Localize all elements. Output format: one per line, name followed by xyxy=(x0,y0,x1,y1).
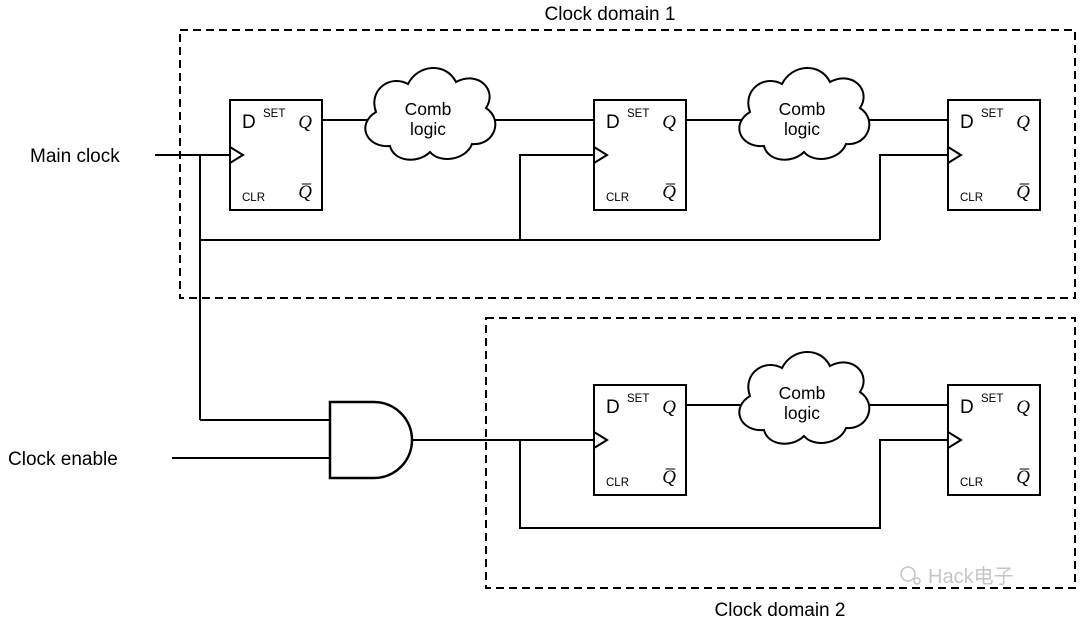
ff-d-label: D xyxy=(242,112,256,133)
ff-clr-label: CLR xyxy=(606,477,629,489)
ff-set-label: SET xyxy=(627,393,649,405)
ff-set-label: SET xyxy=(263,108,285,120)
comb-logic-cloud-3: Comb logic xyxy=(738,351,871,445)
ff-q-label: Q xyxy=(662,397,676,418)
watermark-icon xyxy=(900,566,916,582)
flip-flop-d1-2: D SET Q CLR Q̅ xyxy=(593,99,687,211)
comb-logic-label-line2: logic xyxy=(410,119,446,139)
ff-d-label: D xyxy=(606,112,620,133)
clock-input-wedge-icon xyxy=(947,146,963,164)
comb-logic-label-line1: Comb xyxy=(779,99,826,119)
flip-flop-d2-1: D SET Q CLR Q̅ xyxy=(593,384,687,496)
ff-set-label: SET xyxy=(981,393,1003,405)
ff-set-label: SET xyxy=(981,108,1003,120)
comb-logic-label-line2: logic xyxy=(784,403,820,423)
wire-clock-to-ff3 xyxy=(879,154,948,240)
cloud-shape xyxy=(738,351,871,445)
clock-input-wedge-icon xyxy=(947,431,963,449)
watermark-text: Hack电子 xyxy=(928,565,1014,588)
ff-qbar-label: Q̅ xyxy=(662,467,676,488)
ff-q-label: Q xyxy=(662,112,676,133)
ff-qbar-label: Q̅ xyxy=(662,182,676,203)
ff-q-label: Q xyxy=(298,112,312,133)
ff-d-label: D xyxy=(606,397,620,418)
flip-flop-body xyxy=(593,99,687,211)
ff-clr-label: CLR xyxy=(960,477,983,489)
clock-input-wedge-icon xyxy=(593,431,609,449)
flip-flop-body xyxy=(229,99,323,211)
ff-clr-label: CLR xyxy=(242,192,265,204)
comb-logic-cloud-2: Comb logic xyxy=(738,67,871,161)
main-clock-label: Main clock xyxy=(30,146,120,167)
ff-q-label: Q xyxy=(1016,112,1030,133)
ff-clr-label: CLR xyxy=(606,192,629,204)
comb-logic-label-line2: logic xyxy=(784,119,820,139)
flip-flop-d1-3: D SET Q CLR Q̅ xyxy=(947,99,1041,211)
clock-input-wedge-icon xyxy=(593,146,609,164)
watermark: Hack电子 xyxy=(900,565,1014,588)
and-gate xyxy=(328,400,414,480)
flip-flop-body xyxy=(593,384,687,496)
flip-flop-d2-2: D SET Q CLR Q̅ xyxy=(947,384,1041,496)
comb-logic-label-line1: Comb xyxy=(405,99,452,119)
ff-qbar-label: Q̅ xyxy=(1016,467,1030,488)
wire-gated-clock-to-ff5 xyxy=(519,439,948,529)
comb-logic-label-line1: Comb xyxy=(779,383,826,403)
flip-flop-d1-1: D SET Q CLR Q̅ xyxy=(229,99,323,211)
watermark-icon-dot xyxy=(913,577,921,585)
ff-qbar-label: Q̅ xyxy=(298,182,312,203)
cloud-shape xyxy=(364,67,497,161)
ff-set-label: SET xyxy=(627,108,649,120)
ff-d-label: D xyxy=(960,112,974,133)
ff-q-label: Q xyxy=(1016,397,1030,418)
clock-domain-2-title: Clock domain 2 xyxy=(715,600,846,621)
ff-qbar-label: Q̅ xyxy=(1016,182,1030,203)
comb-logic-cloud-1: Comb logic xyxy=(364,67,497,161)
flip-flop-body xyxy=(947,99,1041,211)
clock-enable-label: Clock enable xyxy=(8,449,118,470)
cloud-shape xyxy=(738,67,871,161)
clock-domain-1-box xyxy=(179,29,1076,299)
ff-d-label: D xyxy=(960,397,974,418)
flip-flop-body xyxy=(947,384,1041,496)
wire-clock-to-ff2 xyxy=(519,154,594,240)
ff-clr-label: CLR xyxy=(960,192,983,204)
clock-input-wedge-icon xyxy=(229,146,245,164)
clock-domain-1-title: Clock domain 1 xyxy=(545,4,676,25)
